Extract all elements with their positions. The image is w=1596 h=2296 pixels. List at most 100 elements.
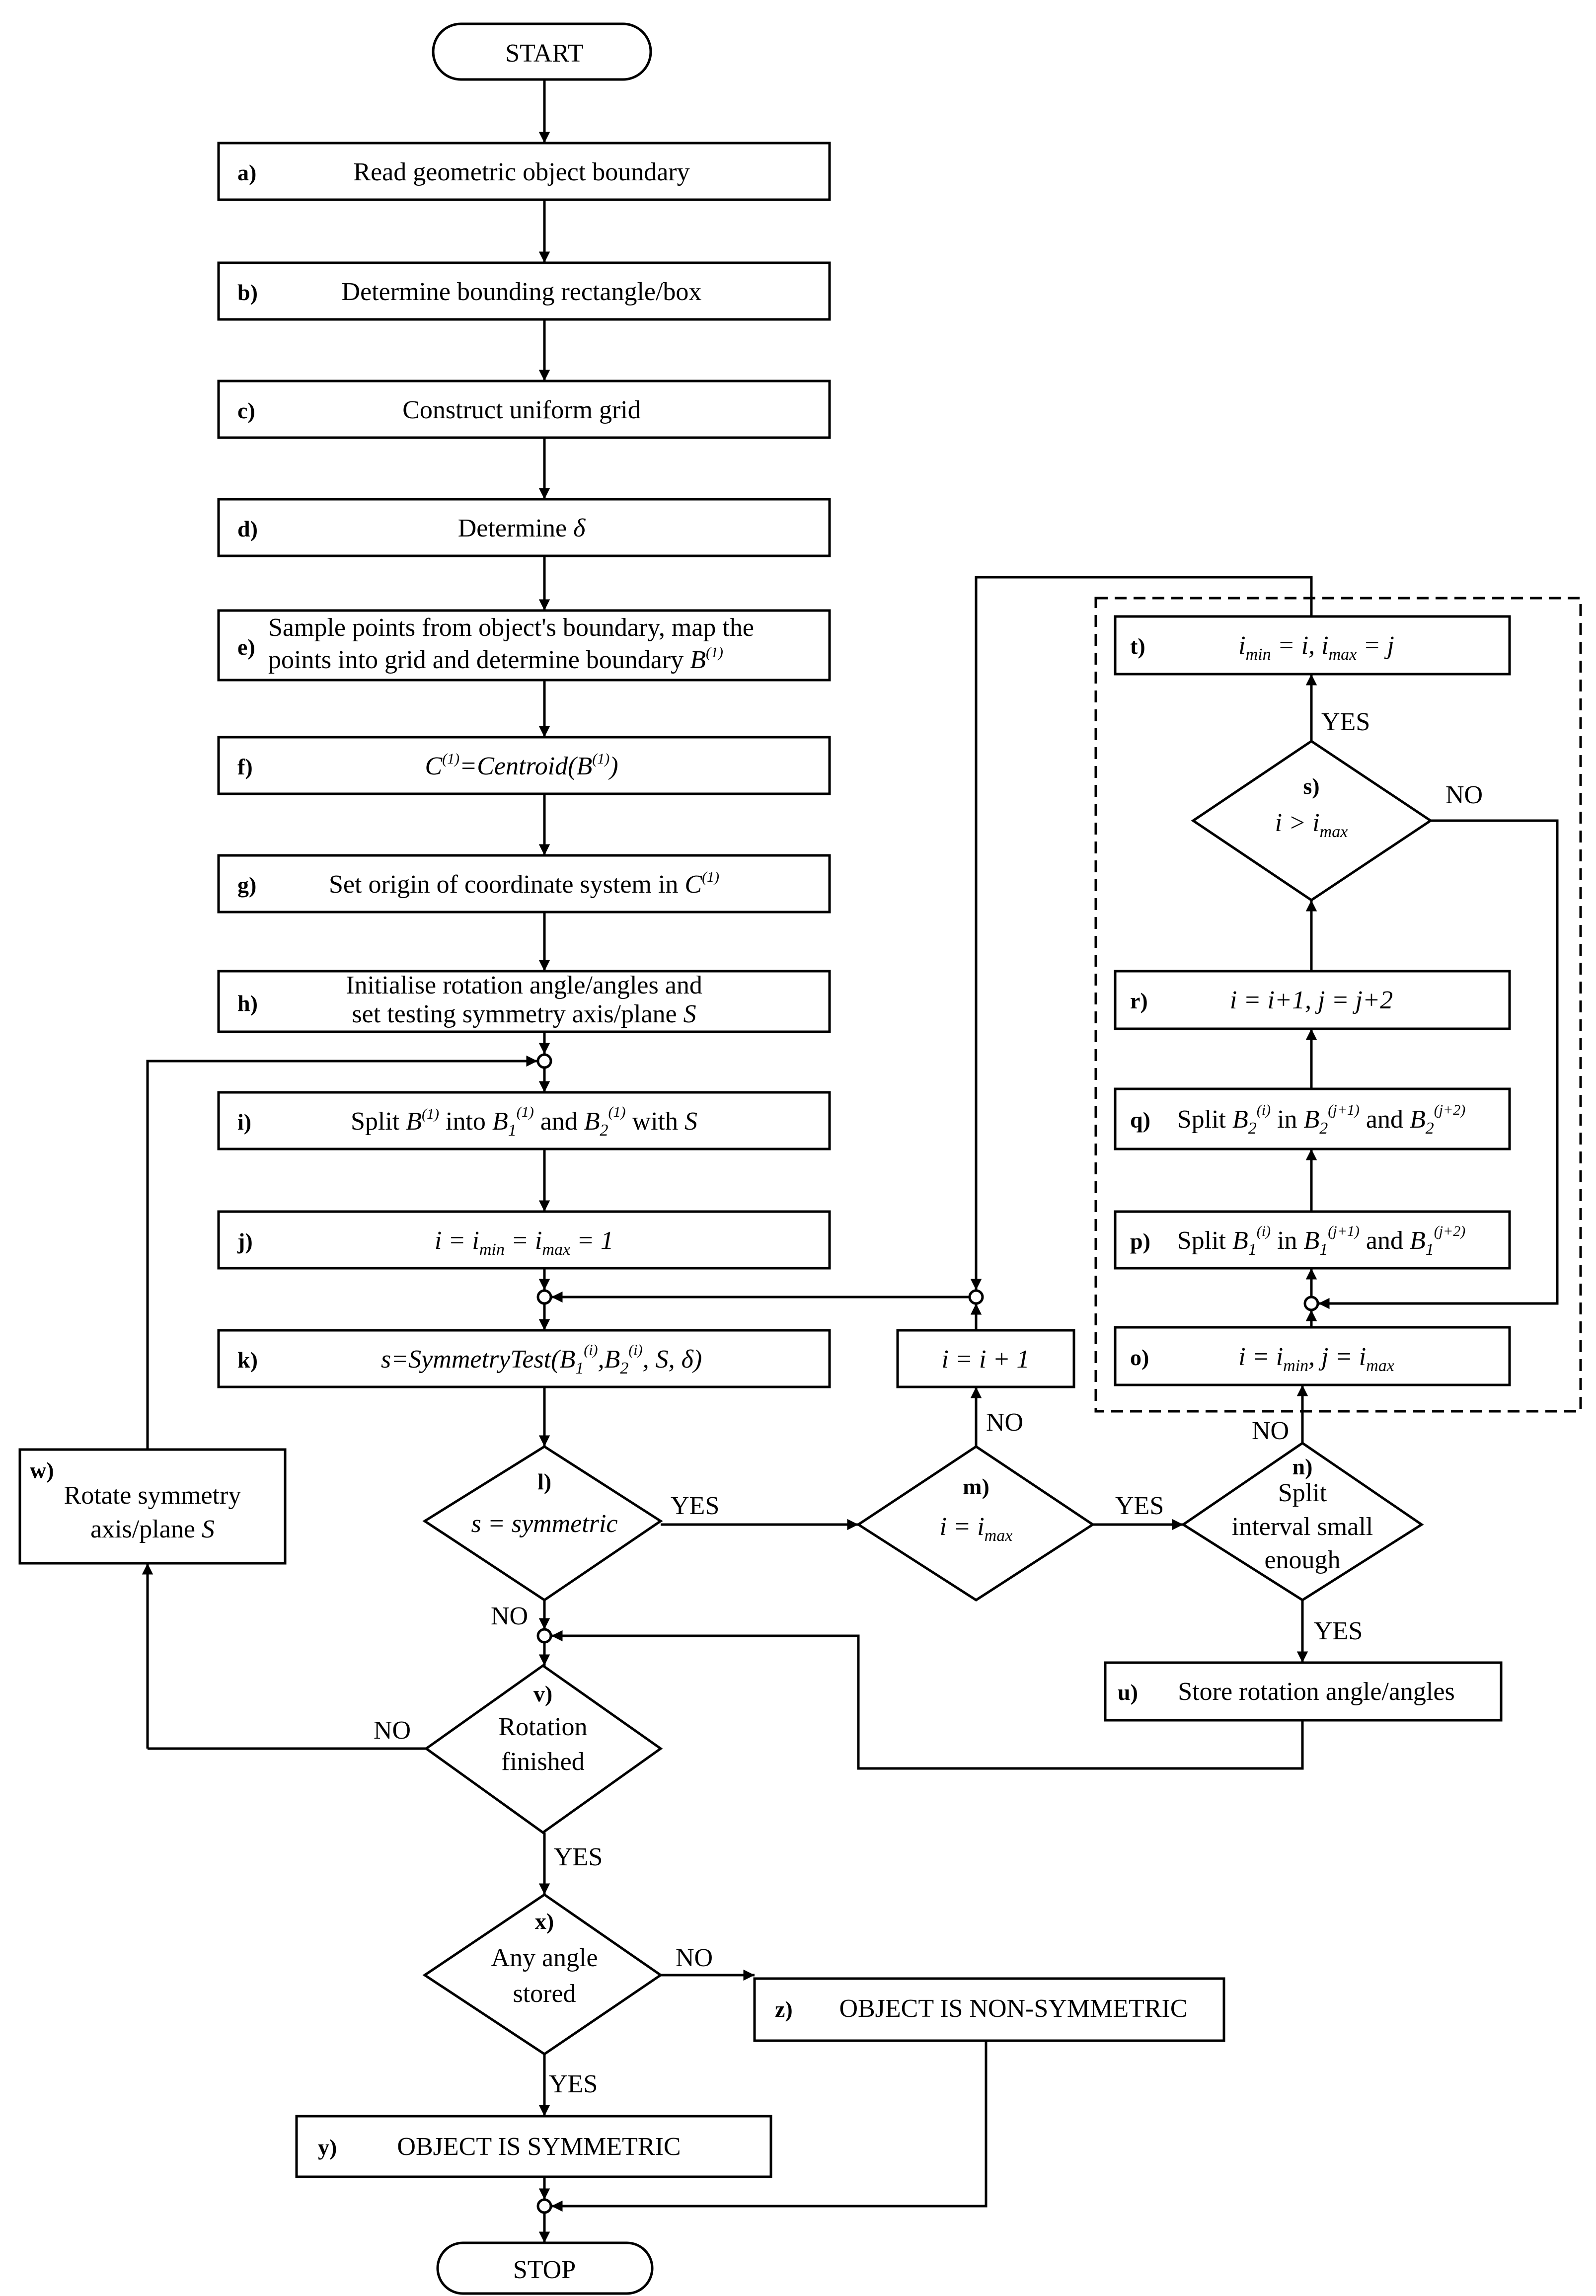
step-y-text: OBJECT IS SYMMETRIC bbox=[397, 2133, 681, 2161]
step-a-box bbox=[217, 142, 831, 201]
step-w-box bbox=[18, 1448, 287, 1565]
step-z-text: OBJECT IS NON-SYMMETRIC bbox=[839, 1994, 1187, 2023]
step-o-label: o) bbox=[1130, 1345, 1149, 1370]
start-label: START bbox=[505, 39, 583, 68]
step-f-label: f) bbox=[237, 754, 253, 779]
junctions bbox=[536, 1053, 1319, 2214]
branch-x-yes: YES bbox=[549, 2070, 598, 2098]
decision-v-line2: finished bbox=[501, 1748, 585, 1776]
step-h-line2: set testing symmetry axis/plane S bbox=[352, 1000, 696, 1028]
step-z-box bbox=[753, 1977, 1225, 2042]
step-b-box bbox=[217, 261, 831, 321]
step-b-label: b) bbox=[237, 280, 258, 305]
branch-m-yes: YES bbox=[1115, 1492, 1164, 1520]
decision-x-line2: stored bbox=[513, 1980, 576, 2008]
branch-s-no: NO bbox=[1445, 781, 1483, 809]
step-w-line2: axis/plane S bbox=[90, 1515, 215, 1543]
connectors bbox=[142, 79, 1559, 2243]
step-p-label: p) bbox=[1130, 1228, 1150, 1254]
branch-l-yes: YES bbox=[671, 1492, 719, 1520]
step-c-label: c) bbox=[237, 398, 255, 423]
junction-increment bbox=[968, 1289, 984, 1305]
step-k-label: k) bbox=[237, 1347, 258, 1373]
stop-label: STOP bbox=[513, 2256, 576, 2284]
decision-v-line1: Rotation bbox=[498, 1713, 587, 1741]
step-d-label: d) bbox=[237, 516, 258, 541]
step-w-label: w) bbox=[30, 1457, 54, 1483]
decision-m-formula: i = imax bbox=[940, 1513, 1013, 1545]
decision-n-line2: interval small bbox=[1232, 1513, 1373, 1541]
flowchart-shapes bbox=[18, 22, 1511, 2295]
step-t-formula: imin = i, imax = j bbox=[1238, 631, 1394, 664]
start-terminal bbox=[432, 22, 652, 81]
branch-n-yes: YES bbox=[1314, 1617, 1363, 1645]
decision-m-diamond bbox=[856, 1445, 1095, 1602]
decision-v-label: v) bbox=[533, 1681, 552, 1706]
arrow-w-loop bbox=[146, 1055, 537, 1450]
decision-l-text: s = symmetric bbox=[471, 1510, 617, 1538]
step-c-box bbox=[217, 380, 831, 439]
decision-v-diamond bbox=[424, 1664, 663, 1835]
step-g-box bbox=[217, 854, 831, 914]
decision-m-label: m) bbox=[963, 1474, 989, 1499]
step-k-box bbox=[217, 1329, 831, 1388]
decision-s-label: s) bbox=[1303, 773, 1319, 799]
step-k-formula: s=SymmetryTest(B1(i),B2(i), S, δ) bbox=[381, 1342, 702, 1378]
step-b-text: Determine bounding rectangle/box bbox=[342, 278, 702, 306]
junction-before-k bbox=[536, 1289, 552, 1305]
branch-x-no: NO bbox=[676, 1944, 713, 1972]
branch-s-yes: YES bbox=[1321, 708, 1370, 736]
step-w-line1: Rotate symmetry bbox=[64, 1481, 241, 1510]
step-g-text: Set origin of coordinate system in C(1) bbox=[329, 869, 719, 899]
junction-before-v bbox=[536, 1628, 552, 1644]
decision-x-label: x) bbox=[535, 1909, 554, 1934]
step-j-formula: i = imin = imax = 1 bbox=[435, 1226, 613, 1259]
step-r-label: r) bbox=[1130, 988, 1148, 1013]
decision-x-line1: Any angle bbox=[491, 1944, 598, 1972]
step-e-box bbox=[217, 609, 831, 682]
step-a-text: Read geometric object boundary bbox=[353, 158, 689, 186]
arrow-z-junction bbox=[551, 2041, 988, 2212]
step-y-box bbox=[295, 2115, 772, 2178]
step-q-label: q) bbox=[1130, 1107, 1150, 1133]
branch-n-no: NO bbox=[1252, 1417, 1289, 1445]
step-a-label: a) bbox=[237, 160, 256, 185]
step-q-box bbox=[1114, 1087, 1511, 1150]
decision-n-label: n) bbox=[1292, 1454, 1313, 1479]
increment-formula: i = i + 1 bbox=[941, 1345, 1029, 1374]
arrow-t-loop bbox=[970, 576, 1313, 1290]
increment-box bbox=[896, 1329, 1075, 1388]
step-q-text: Split B2(i) in B2(j+1) and B2(j+2) bbox=[1177, 1102, 1466, 1138]
step-r-box bbox=[1114, 970, 1511, 1030]
junction-before-p bbox=[1303, 1296, 1319, 1311]
decision-s-formula: i > imax bbox=[1275, 809, 1348, 841]
step-f-box bbox=[217, 736, 831, 795]
step-o-formula: i = imin, j = imax bbox=[1238, 1343, 1394, 1375]
decision-n-line1: Split bbox=[1278, 1479, 1327, 1507]
step-i-box bbox=[217, 1091, 831, 1150]
branch-v-no: NO bbox=[374, 1716, 411, 1745]
step-d-text: Determine δ bbox=[458, 514, 586, 542]
branch-v-yes: YES bbox=[554, 1843, 603, 1871]
step-e-line1: Sample points from object's boundary, ma… bbox=[268, 613, 754, 642]
step-t-box bbox=[1114, 615, 1511, 676]
step-d-box bbox=[217, 498, 831, 557]
arrow-u-return bbox=[551, 1630, 1304, 1770]
arrow-s-no-loop bbox=[1318, 819, 1559, 1309]
step-p-text: Split B1(i) in B1(j+1) and B1(j+2) bbox=[1177, 1223, 1466, 1259]
step-p-box bbox=[1114, 1210, 1511, 1270]
step-u-label: u) bbox=[1118, 1680, 1138, 1705]
step-e-label: e) bbox=[237, 634, 255, 660]
step-i-text: Split B(1) into B1(1) and B2(1) with S bbox=[351, 1104, 697, 1140]
decision-l-label: l) bbox=[537, 1469, 551, 1494]
step-f-formula: C(1)=Centroid(B(1)) bbox=[425, 751, 618, 780]
step-h-box bbox=[217, 970, 831, 1033]
step-j-box bbox=[217, 1210, 831, 1270]
junction-before-stop bbox=[536, 2198, 552, 2214]
step-h-line1: Initialise rotation angle/angles and bbox=[346, 971, 702, 999]
decision-n-line3: enough bbox=[1264, 1546, 1340, 1574]
step-r-formula: i = i+1, j = j+2 bbox=[1230, 986, 1393, 1014]
step-u-text: Store rotation angle/angles bbox=[1178, 1678, 1454, 1706]
subprocess-dashed-frame bbox=[1094, 597, 1582, 1413]
